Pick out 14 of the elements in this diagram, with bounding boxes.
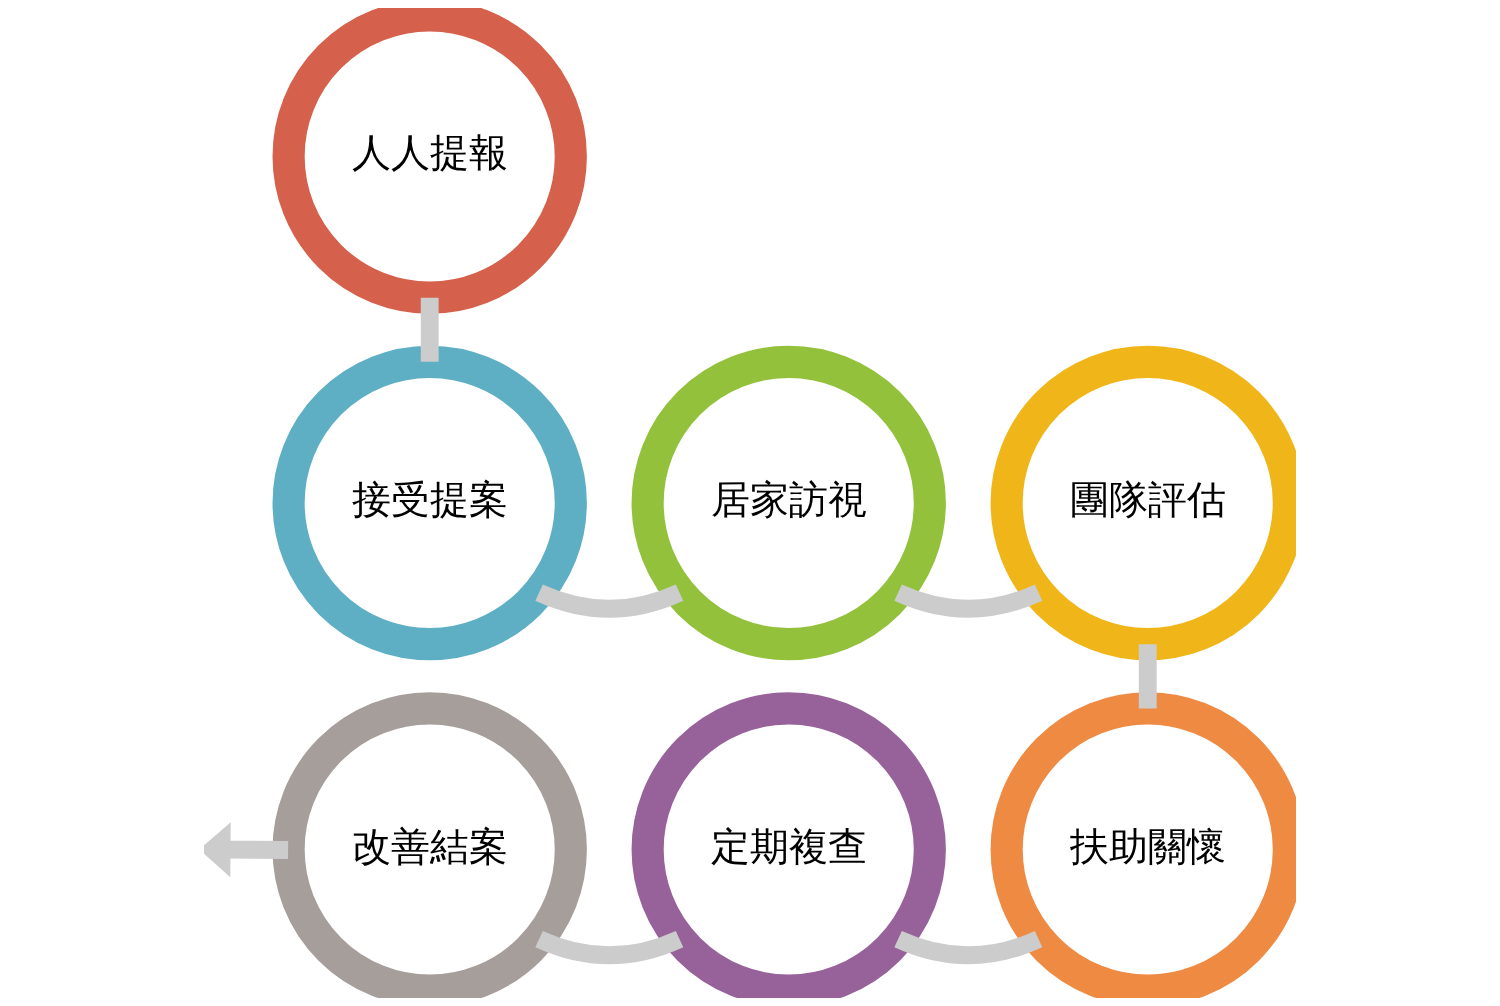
connector <box>535 930 683 965</box>
node-circle: 扶助關懷 <box>990 692 1296 998</box>
connector <box>420 297 439 362</box>
node-circle: 居家訪視 <box>631 345 946 661</box>
connector <box>894 930 1043 965</box>
node-circle: 定期複查 <box>631 692 946 998</box>
node-circle: 改善結案 <box>272 692 587 998</box>
connector <box>894 584 1043 618</box>
node-circle: 接受提案 <box>272 345 587 661</box>
node-circle: 人人提報 <box>272 8 587 314</box>
arrow <box>204 822 289 878</box>
node-circle: 團隊評估 <box>990 345 1296 661</box>
connector <box>1138 644 1157 709</box>
connector <box>535 584 683 618</box>
